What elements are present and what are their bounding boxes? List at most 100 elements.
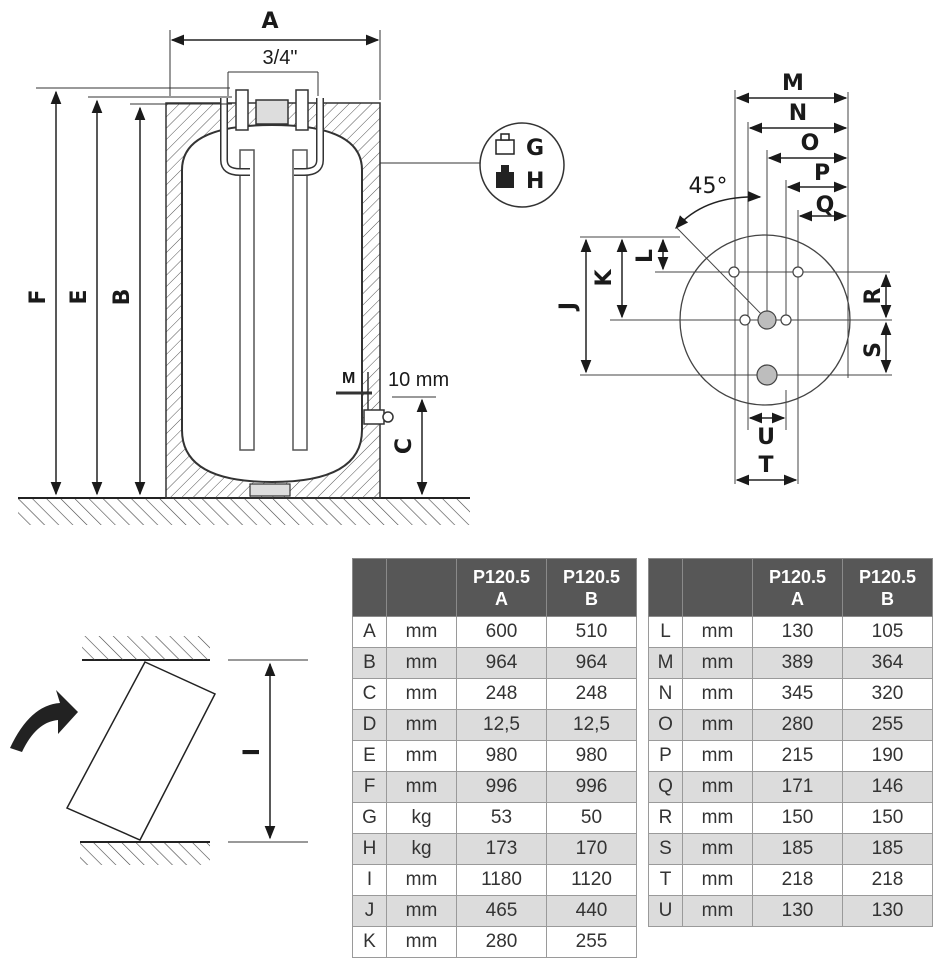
cell-value-a: 996 — [456, 771, 547, 803]
cell-unit: mm — [682, 709, 753, 741]
cell-unit: kg — [386, 833, 457, 865]
cell-dimension: T — [648, 864, 683, 896]
cell-value-b: 190 — [842, 740, 933, 772]
cell-dimension: F — [352, 771, 387, 803]
cell-unit: mm — [386, 864, 457, 896]
cell-unit: kg — [386, 802, 457, 834]
cell-dimension: Q — [648, 771, 683, 803]
label-H: H — [526, 169, 544, 194]
dim-label-F: F — [26, 289, 51, 304]
cell-unit: mm — [682, 678, 753, 710]
label-G: G — [526, 136, 544, 161]
cell-dimension: D — [352, 709, 387, 741]
table-header-blank — [682, 558, 753, 617]
angle-label: 45° — [689, 174, 728, 199]
cell-value-b: 218 — [842, 864, 933, 896]
dim-label-S: S — [861, 342, 886, 358]
cell-dimension: S — [648, 833, 683, 865]
cell-dimension: B — [352, 647, 387, 679]
cell-value-b: 320 — [842, 678, 933, 710]
dim-label-N: N — [789, 101, 807, 126]
side-label-M: M — [342, 370, 355, 387]
cell-value-a: 185 — [752, 833, 843, 865]
cell-value-a: 53 — [456, 802, 547, 834]
cell-dimension: C — [352, 678, 387, 710]
dim-label-U: U — [757, 425, 775, 450]
dim-label-C: C — [392, 438, 417, 454]
cell-value-a: 171 — [752, 771, 843, 803]
cell-value-a: 215 — [752, 740, 843, 772]
cell-dimension: J — [352, 895, 387, 927]
cell-value-b: 1120 — [546, 864, 637, 896]
table-header-blank — [648, 558, 683, 617]
cell-dimension: I — [352, 864, 387, 896]
cell-value-a: 150 — [752, 802, 843, 834]
cell-unit: mm — [682, 864, 753, 896]
cell-value-a: 218 — [752, 864, 843, 896]
tank-vessel — [181, 123, 363, 484]
weight-callout — [479, 122, 565, 208]
cell-value-b: 964 — [546, 647, 637, 679]
dim-label-3-4: 3/4" — [263, 47, 298, 69]
cell-value-a: 345 — [752, 678, 843, 710]
cell-value-b: 150 — [842, 802, 933, 834]
cell-value-b: 130 — [842, 895, 933, 927]
cell-value-b: 170 — [546, 833, 637, 865]
cell-unit: mm — [386, 678, 457, 710]
cell-value-a: 600 — [456, 616, 547, 648]
dim-label-Q: Q — [816, 193, 835, 218]
cell-value-b: 980 — [546, 740, 637, 772]
dim-label-R: R — [861, 287, 886, 304]
dim-label-E: E — [67, 289, 92, 304]
cell-value-a: 12,5 — [456, 709, 547, 741]
cell-dimension: O — [648, 709, 683, 741]
cell-value-a: 980 — [456, 740, 547, 772]
cell-unit: mm — [682, 771, 753, 803]
cell-value-b: 255 — [546, 926, 637, 958]
cell-dimension: U — [648, 895, 683, 927]
cell-unit: mm — [386, 895, 457, 927]
side-view: A 3/4" F E B C M 10 mm G — [18, 9, 565, 525]
cell-dimension: G — [352, 802, 387, 834]
cell-dimension: L — [648, 616, 683, 648]
cell-value-a: 964 — [456, 647, 547, 679]
cell-value-a: 389 — [752, 647, 843, 679]
cell-value-b: 185 — [842, 833, 933, 865]
weight-outline-icon — [495, 133, 515, 155]
cell-value-a: 248 — [456, 678, 547, 710]
cell-unit: mm — [682, 740, 753, 772]
dim-label-I: I — [240, 748, 265, 756]
dim-label-J: J — [556, 302, 581, 312]
cell-value-a: 465 — [456, 895, 547, 927]
label-10mm: 10 mm — [388, 369, 449, 391]
cell-value-b: 12,5 — [546, 709, 637, 741]
curved-arrow-icon — [10, 690, 78, 752]
cell-unit: mm — [682, 647, 753, 679]
cell-unit: mm — [386, 740, 457, 772]
cell-value-b: 440 — [546, 895, 637, 927]
dim-label-T: T — [758, 453, 773, 478]
